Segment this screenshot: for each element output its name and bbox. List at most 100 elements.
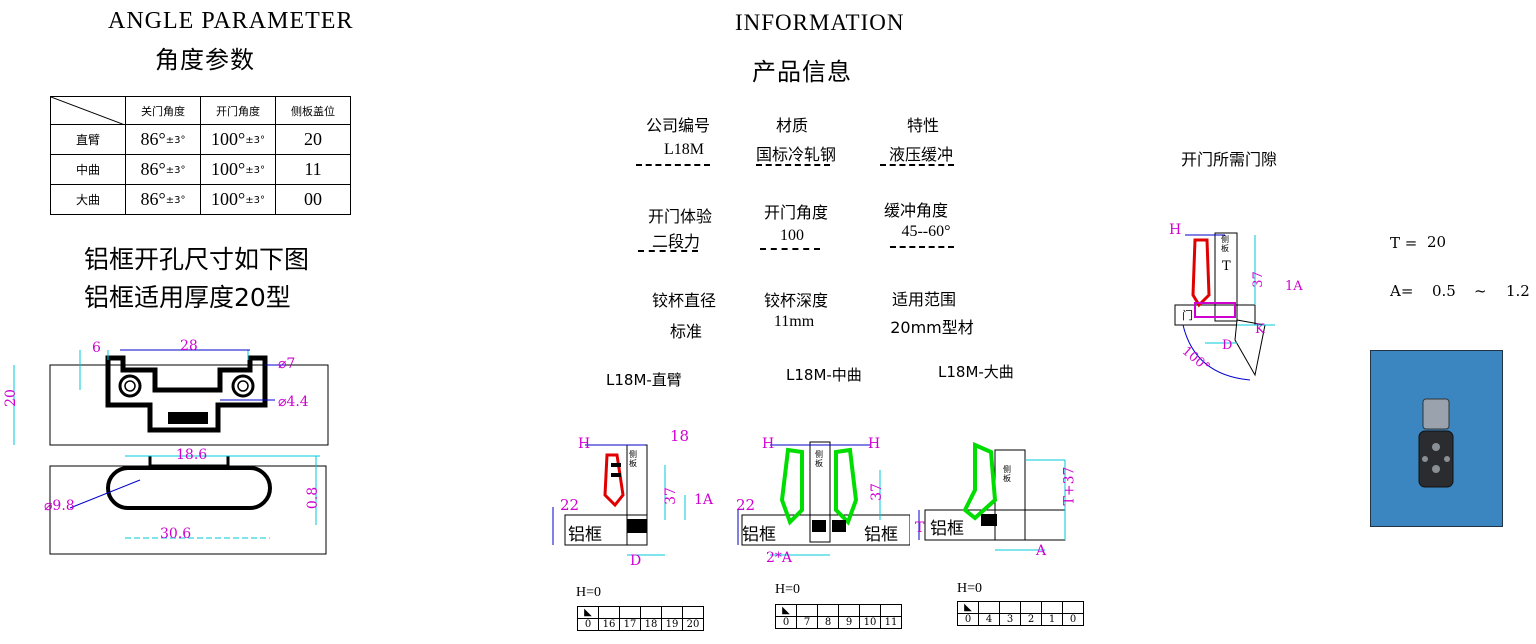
angle-table-row: 中曲 86°±3° 100°±3° 11: [50, 154, 351, 185]
field-underline: [890, 244, 954, 248]
row-name: 直臂: [50, 124, 126, 155]
a-sep: ~: [1474, 282, 1487, 300]
v3-label-t: T: [915, 520, 925, 536]
angle-table: 关门角度 开门角度 侧板盖位 直臂 86°±3° 100°±3° 20 中曲 8…: [50, 96, 351, 215]
v2-mini-table: ◣ 0 7 8 9 10 11: [775, 604, 902, 629]
frame-caption-2: 铝框适用厚度20型: [84, 283, 291, 312]
dim-30-6: 30.6: [160, 526, 192, 542]
field-label-buffer-angle: 缓冲角度: [883, 201, 948, 220]
open-tol: ±3°: [245, 195, 265, 206]
field-label-cup-depth: 铰杯深度: [763, 291, 828, 310]
angle-table-header: 关门角度: [125, 96, 201, 125]
v2-label-2a: 2*A: [766, 550, 793, 566]
mini-cell: 0: [1062, 613, 1084, 626]
gap-label-k: K: [1255, 322, 1265, 337]
angle-table-header: 开门角度: [200, 96, 276, 125]
dim-phi9-8: ⌀9.8: [44, 498, 75, 514]
open-angle: 100°: [211, 189, 246, 209]
gap-label-side: 侧板: [1221, 235, 1229, 253]
mini-cell: 0: [577, 618, 599, 631]
variant-full-drawing: [918, 441, 1066, 551]
t-label: T =: [1390, 234, 1418, 252]
gap-drawing: [1174, 232, 1275, 381]
gap-label-door: 门: [1182, 309, 1193, 322]
row-name: 中曲: [50, 154, 126, 185]
mini-cell: 10: [859, 616, 881, 629]
mini-cell: 1: [1041, 613, 1063, 626]
variant-title-half: L18M-中曲: [786, 366, 862, 384]
field-value-buffer-angle: 45--60°: [901, 223, 951, 240]
v3-label-a: A: [1036, 543, 1047, 559]
angle-table-row: 直臂 86°±3° 100°±3° 20: [50, 124, 351, 155]
gap-label-d: D: [1222, 338, 1233, 353]
v1-label-side: 侧板: [629, 450, 637, 468]
v2-label-h: H: [762, 436, 775, 452]
angle-table-header: 侧板盖位: [275, 96, 351, 125]
t-value: 20: [1427, 233, 1447, 251]
field-value-material: 国标冷轧钢: [755, 145, 836, 164]
frame-caption-1: 铝框开孔尺寸如下图: [84, 245, 310, 274]
close-tol: ±3°: [165, 195, 186, 206]
mini-cell: 7: [796, 616, 818, 629]
v2-label-side: 侧板: [815, 450, 823, 468]
v1-label-22: 22: [560, 496, 580, 514]
field-underline: [760, 246, 820, 250]
v2-h-zero: H=0: [775, 582, 801, 597]
variant-title-full: L18M-大曲: [938, 363, 1014, 381]
cover-value: 11: [275, 154, 351, 185]
field-label-range: 适用范围: [891, 290, 956, 309]
field-value-cup-depth: 11mm: [773, 313, 815, 330]
field-value-open-experience: 二段力: [651, 232, 700, 251]
v3-label-t37: T+37: [1061, 466, 1078, 506]
a-min: 0.5: [1432, 282, 1456, 300]
dim-phi44: ⌀4.4: [278, 394, 309, 410]
v3-label-frame: 铝框: [930, 519, 964, 539]
field-label-material: 材质: [775, 116, 808, 135]
mini-cell: 0: [775, 616, 797, 629]
field-value-feature: 液压缓冲: [888, 145, 953, 164]
variant-title-straight: L18M-直臂: [606, 371, 682, 389]
mini-cell: 18: [640, 618, 662, 631]
a-label: A=: [1390, 282, 1414, 300]
mini-cell: 3: [999, 613, 1021, 626]
v3-h-zero: H=0: [957, 581, 983, 596]
dim-0-8: 0.8: [305, 486, 322, 510]
angle-title-en: ANGLE PARAMETER: [108, 8, 354, 34]
mini-cell: 4: [978, 613, 1000, 626]
dim-20: 20: [2, 389, 19, 407]
mini-cell: 19: [661, 618, 683, 631]
dim-phi7: ⌀7: [278, 356, 296, 372]
open-tol: ±3°: [245, 165, 265, 176]
v2-label-frame: 铝框: [742, 525, 776, 545]
v1-label-d: D: [630, 553, 642, 569]
a-max: 1.2: [1506, 282, 1530, 300]
field-value-open-angle: 100: [780, 227, 804, 244]
mini-corner-icon: ◣: [577, 606, 599, 619]
field-label-feature: 特性: [906, 116, 939, 135]
field-value-range: 20mm型材: [890, 318, 974, 337]
v1-h-zero: H=0: [576, 585, 602, 600]
frame-hole-drawing: [13, 349, 329, 555]
field-underline: [880, 162, 954, 166]
cover-value: 20: [275, 124, 351, 155]
v1-mini-table: ◣ 0 16 17 18 19 20: [577, 606, 704, 631]
v3-mini-table: ◣ 0 4 3 2 1 0: [957, 601, 1084, 626]
close-tol: ±3°: [165, 165, 186, 176]
gap-label-1a: 1A: [1285, 279, 1303, 294]
v2-label-37: 37: [868, 483, 885, 501]
field-underline: [638, 248, 698, 252]
mini-corner-icon: ◣: [775, 604, 797, 617]
mini-cell: 2: [1020, 613, 1042, 626]
variant-straight-drawing: [552, 444, 686, 556]
info-title-cn: 产品信息: [752, 58, 852, 86]
angle-title-cn: 角度参数: [155, 46, 255, 74]
field-label-company-code: 公司编号: [645, 116, 710, 135]
v1-label-37: 37: [662, 487, 679, 505]
info-title-en: INFORMATION: [735, 10, 905, 35]
field-underline: [756, 162, 830, 166]
dim-18-6: 18.6: [176, 447, 208, 463]
v1-label-18: 18: [670, 427, 690, 445]
open-angle: 100°: [211, 129, 246, 149]
field-label-open-experience: 开门体验: [647, 207, 712, 226]
angle-table-corner: [50, 96, 126, 125]
